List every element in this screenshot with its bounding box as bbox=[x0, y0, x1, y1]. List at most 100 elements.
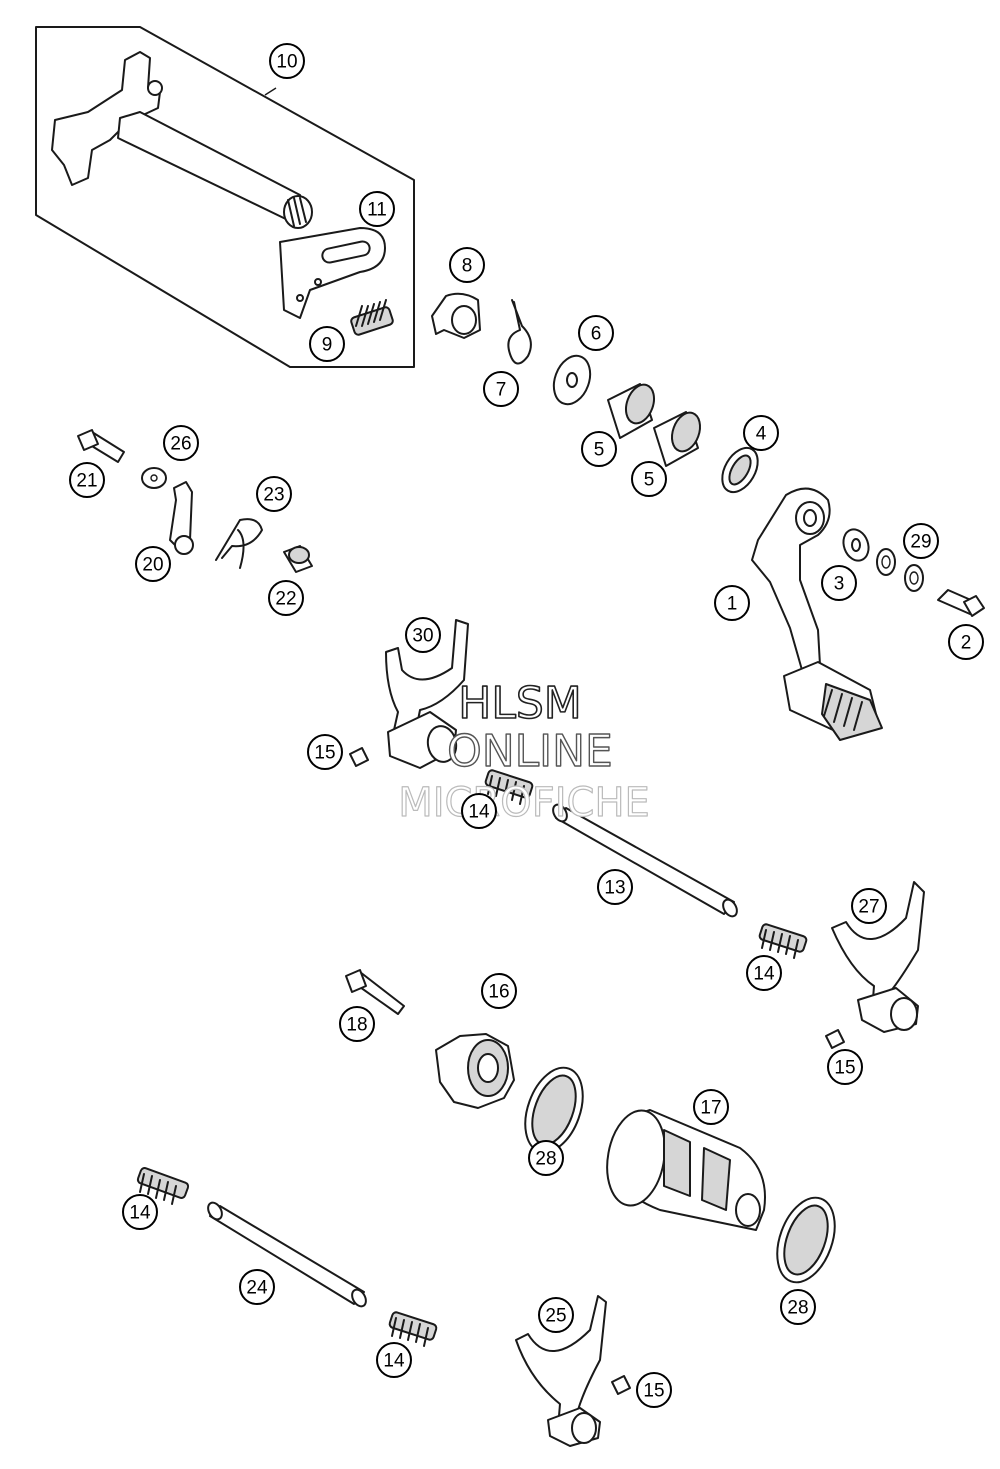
callout-15b: 15 bbox=[827, 1049, 863, 1085]
callout-14a: 14 bbox=[461, 793, 497, 829]
callout-9: 9 bbox=[309, 326, 345, 362]
callout-20: 20 bbox=[135, 546, 171, 582]
shift-fork-27 bbox=[831, 881, 925, 1033]
callout-3: 3 bbox=[821, 565, 857, 601]
pin-15c bbox=[611, 1375, 631, 1395]
callout-30-label: 30 bbox=[412, 626, 433, 647]
callout-17: 17 bbox=[693, 1089, 729, 1125]
roller-8 bbox=[431, 292, 481, 339]
callout-1-label: 1 bbox=[727, 594, 738, 615]
bolt-21 bbox=[77, 429, 125, 463]
callout-29-label: 29 bbox=[910, 532, 931, 553]
pin-15b bbox=[825, 1029, 845, 1049]
rod-13 bbox=[552, 803, 738, 918]
shift-fork-30 bbox=[385, 619, 469, 769]
callout-28a: 28 bbox=[528, 1140, 564, 1176]
torsion-spring-23 bbox=[215, 518, 263, 569]
spring-9 bbox=[350, 299, 394, 336]
callout-10-label: 10 bbox=[276, 52, 297, 73]
spring-clip-7 bbox=[507, 299, 532, 365]
callout-28b: 28 bbox=[780, 1289, 816, 1325]
callout-2-label: 2 bbox=[961, 633, 972, 654]
callout-7-label: 7 bbox=[496, 380, 507, 401]
callout-14b: 14 bbox=[746, 955, 782, 991]
callout-22-label: 22 bbox=[275, 589, 296, 610]
callout-21: 21 bbox=[69, 462, 105, 498]
callout-4: 4 bbox=[743, 415, 779, 451]
callout-16-label: 16 bbox=[488, 982, 509, 1003]
callout-5a: 5 bbox=[581, 431, 617, 467]
callout-21-label: 21 bbox=[76, 471, 97, 492]
shift-plate bbox=[279, 227, 386, 319]
washer-26 bbox=[141, 467, 167, 489]
callout-14d: 14 bbox=[376, 1342, 412, 1378]
watermark: HLSM ONLINE MICROFICHE bbox=[398, 677, 651, 826]
seal-ring-4 bbox=[721, 446, 759, 494]
callout-24: 24 bbox=[239, 1269, 275, 1305]
bushing-22 bbox=[283, 545, 313, 573]
callout-10: 10 bbox=[269, 43, 305, 79]
callout-5b-label: 5 bbox=[644, 470, 655, 491]
lock-washer-29b bbox=[904, 564, 924, 592]
callout-22: 22 bbox=[268, 580, 304, 616]
callout-25-label: 25 bbox=[545, 1306, 566, 1327]
spring-14b bbox=[758, 923, 808, 959]
callout-13-label: 13 bbox=[604, 878, 625, 899]
callout-23: 23 bbox=[256, 476, 292, 512]
callout-14a-label: 14 bbox=[468, 802, 490, 823]
callout-26: 26 bbox=[163, 425, 199, 461]
callout-18-label: 18 bbox=[346, 1015, 367, 1036]
callout-6: 6 bbox=[578, 315, 614, 351]
callout-18: 18 bbox=[339, 1006, 375, 1042]
spring-14c bbox=[136, 1167, 190, 1205]
callout-20-label: 20 bbox=[142, 555, 163, 576]
callout-9-label: 9 bbox=[322, 335, 333, 356]
shift-fork-25 bbox=[515, 1295, 607, 1447]
bearing-28b bbox=[776, 1196, 836, 1284]
callout-29: 29 bbox=[903, 523, 939, 559]
bearing-5b bbox=[653, 411, 702, 467]
callout-1: 1 bbox=[714, 585, 750, 621]
callout-6-label: 6 bbox=[591, 324, 602, 345]
shift-drum-17 bbox=[606, 1109, 766, 1231]
callout-26-label: 26 bbox=[170, 434, 191, 455]
lock-washer-29a bbox=[876, 548, 896, 576]
callout-30: 30 bbox=[405, 617, 441, 653]
callout-24-label: 24 bbox=[246, 1278, 268, 1299]
callout-14d-label: 14 bbox=[383, 1351, 405, 1372]
washer-3 bbox=[842, 528, 870, 562]
callout-15c: 15 bbox=[636, 1372, 672, 1408]
callout-15a: 15 bbox=[307, 734, 343, 770]
spring-14d bbox=[388, 1311, 438, 1347]
callout-28a-label: 28 bbox=[535, 1149, 556, 1170]
callout-8: 8 bbox=[449, 247, 485, 283]
shift-shaft bbox=[51, 51, 313, 229]
callout-4-label: 4 bbox=[756, 424, 767, 445]
callout-2: 2 bbox=[948, 624, 984, 660]
callout-5b: 5 bbox=[631, 461, 667, 497]
pin-15a bbox=[349, 747, 369, 767]
callout-27: 27 bbox=[851, 888, 887, 924]
spring-14a bbox=[484, 769, 534, 805]
bearing-28a bbox=[524, 1066, 584, 1154]
bolt-2 bbox=[937, 589, 985, 617]
callout-28b-label: 28 bbox=[787, 1298, 808, 1319]
callout-27-label: 27 bbox=[858, 897, 879, 918]
bolt-18 bbox=[345, 969, 405, 1015]
callout-23-label: 23 bbox=[263, 485, 284, 506]
callout-14b-label: 14 bbox=[753, 964, 775, 985]
shift-shaft-kit-box bbox=[35, 26, 415, 368]
callout-15a-label: 15 bbox=[314, 743, 335, 764]
shift-star-16 bbox=[435, 1033, 515, 1109]
bearing-5a bbox=[607, 383, 656, 439]
callout-11-label: 11 bbox=[367, 200, 387, 221]
watermark-line-2: ONLINE bbox=[447, 726, 613, 777]
callout-5a-label: 5 bbox=[594, 440, 605, 461]
callout-15b-label: 15 bbox=[834, 1058, 855, 1079]
callout-14c: 14 bbox=[122, 1194, 158, 1230]
callout-3-label: 3 bbox=[834, 574, 845, 595]
callout-17-label: 17 bbox=[700, 1098, 721, 1119]
watermark-line-3: MICROFICHE bbox=[398, 780, 650, 826]
callout-15c-label: 15 bbox=[643, 1381, 664, 1402]
